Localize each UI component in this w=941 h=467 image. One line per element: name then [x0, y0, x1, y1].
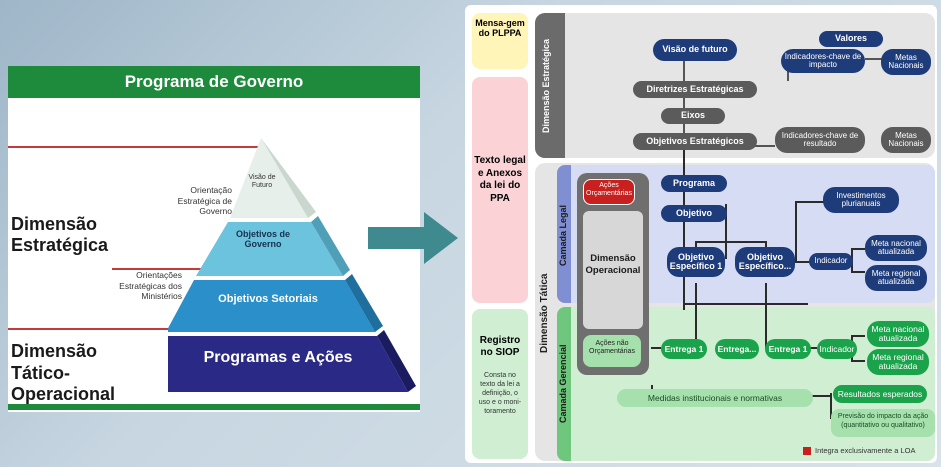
connector-line [851, 335, 865, 337]
left-header-title: Programa de Governo [124, 72, 304, 91]
dimensao-estrategica-label: Dimensão Estratégica [11, 214, 109, 255]
connector-line [851, 360, 865, 362]
connector-line [830, 393, 832, 417]
objetivos-estrategicos-node: Objetivos Estratégicos [633, 133, 757, 150]
connector-line [851, 271, 865, 273]
pyramid-programas-acoes-label: Programas e Ações [203, 349, 353, 366]
visao-futuro-node: Visão de futuro [653, 39, 737, 61]
left-footer-bar [8, 404, 420, 410]
transition-arrow [368, 212, 458, 264]
camada-legal-vlabel: Camada Legal [558, 204, 568, 266]
valores-node: Valores [819, 31, 883, 47]
column-texto-legal [472, 77, 528, 303]
texto-legal-label: Texto legal e Anexos da lei do PPA [474, 155, 526, 204]
meta-nacional-2-node: Meta nacional atualizada [867, 321, 929, 347]
meta-nacional-1-node: Meta nacional atualizada [865, 235, 927, 261]
column-mensagem [472, 13, 528, 69]
acoes-nao-orc-node [583, 335, 641, 367]
connector-line [697, 241, 767, 243]
connector-line [765, 283, 767, 349]
acoes-orcamentarias-node [583, 179, 635, 205]
pyramid-objetivos-governo-label: Objetivos de Governo [235, 229, 290, 250]
meta-regional-1-node: Meta regional atualizada [865, 265, 927, 291]
orientacoes-ministerios-label: Orientações Estratégicas dos Ministérios [119, 270, 182, 302]
registro-note: Consta no texto da lei a definição, o us… [478, 372, 522, 416]
connector-line [695, 283, 697, 349]
obj-especifico-2-node: Objetivo Específico... [735, 247, 795, 277]
divider-line [8, 146, 260, 148]
meta-regional-2-node: Meta regional atualizada [867, 349, 929, 375]
indicadores-resultado-node: Indicadores-chave de resultado [775, 127, 865, 153]
left-panel: Programa de Governo Visão de Futuro Obje… [8, 66, 420, 412]
camada-gerencial-tab [557, 307, 571, 461]
connector-line [795, 203, 797, 263]
dimensao-operacional-inner [583, 211, 643, 329]
medidas-node [617, 389, 813, 407]
eixos-node: Eixos [661, 108, 725, 124]
metas-nacionais-2-node: Metas Nacionais [881, 127, 931, 153]
acoes-nao-orc-label: Ações não Orçamentárias [589, 340, 635, 356]
mensagem-label: Mensa-gem do PLPPA [475, 18, 525, 39]
objetivo-node: Objetivo [661, 205, 727, 222]
right-panel: Mensa-gem do PLPPA Texto legal e Anexos … [465, 5, 937, 463]
camada-gerencial-vlabel: Camada Gerencial [558, 344, 568, 424]
programa-node: Programa [661, 175, 727, 192]
legend-swatch [803, 447, 811, 455]
connector-line [851, 248, 865, 250]
dimensao-tatico-label: Dimensão Tático-Operacional [11, 341, 116, 405]
orientacao-estrategica-label: Orientação Estratégica de Governo [177, 185, 232, 217]
pyramid [168, 138, 416, 392]
connector-line [683, 145, 685, 310]
dimensao-operacional-label: Dimensão Operacional [585, 253, 641, 277]
left-header [8, 66, 420, 98]
connector-line [795, 201, 825, 203]
connector-line [810, 395, 830, 397]
connector-line [651, 347, 661, 349]
medidas-label: Medidas institucionais e normativas [647, 393, 783, 403]
dimensao-estrategica-vlabel: Dimensão Estratégica [541, 38, 551, 134]
divider-line [112, 268, 218, 270]
diretrizes-node: Diretrizes Estratégicas [633, 81, 757, 98]
dimensao-tatica-vlabel: Dimensão Tática [539, 273, 550, 353]
indicador-1-node: Indicador [809, 253, 853, 270]
legend-label: Integra exclusivamente a LOA [815, 446, 916, 455]
pyramid-visao-label: Visão de Futuro [248, 174, 276, 190]
entrega-2-node: Entrega... [715, 339, 759, 359]
investimentos-node: Investimentos plurianuais [823, 187, 899, 213]
previsao-node [831, 409, 935, 437]
pyramid-objetivos-setoriais-label: Objetivos Setoriais [218, 293, 318, 305]
connector-line [865, 58, 885, 60]
divider-line [8, 328, 184, 330]
connector-line [683, 303, 808, 305]
entrega-1b-node: Entrega 1 [765, 339, 811, 359]
metas-nacionais-1-node: Metas Nacionais [881, 49, 931, 75]
dimensao-estrategica-tab [535, 13, 565, 158]
camada-legal-tab [557, 165, 571, 303]
column-registro [472, 309, 528, 459]
acoes-orcamentarias-label: Ações Orçamentárias [586, 182, 632, 198]
connector-line [791, 261, 811, 263]
entrega-1a-node: Entrega 1 [661, 339, 707, 359]
registro-label: Registro no SIOP [479, 335, 521, 358]
indicadores-impacto-node: Indicadores-chave de impacto [781, 49, 865, 73]
resultados-node: Resultados esperados [833, 385, 927, 403]
obj-especifico-1-node: Objetivo Específico 1 [667, 247, 725, 277]
connector-line [805, 347, 817, 349]
connector-line [725, 204, 727, 259]
indicador-2-node: Indicador [817, 339, 857, 359]
previsao-label: Previsão do impacto da ação (quantitativ… [837, 413, 929, 429]
